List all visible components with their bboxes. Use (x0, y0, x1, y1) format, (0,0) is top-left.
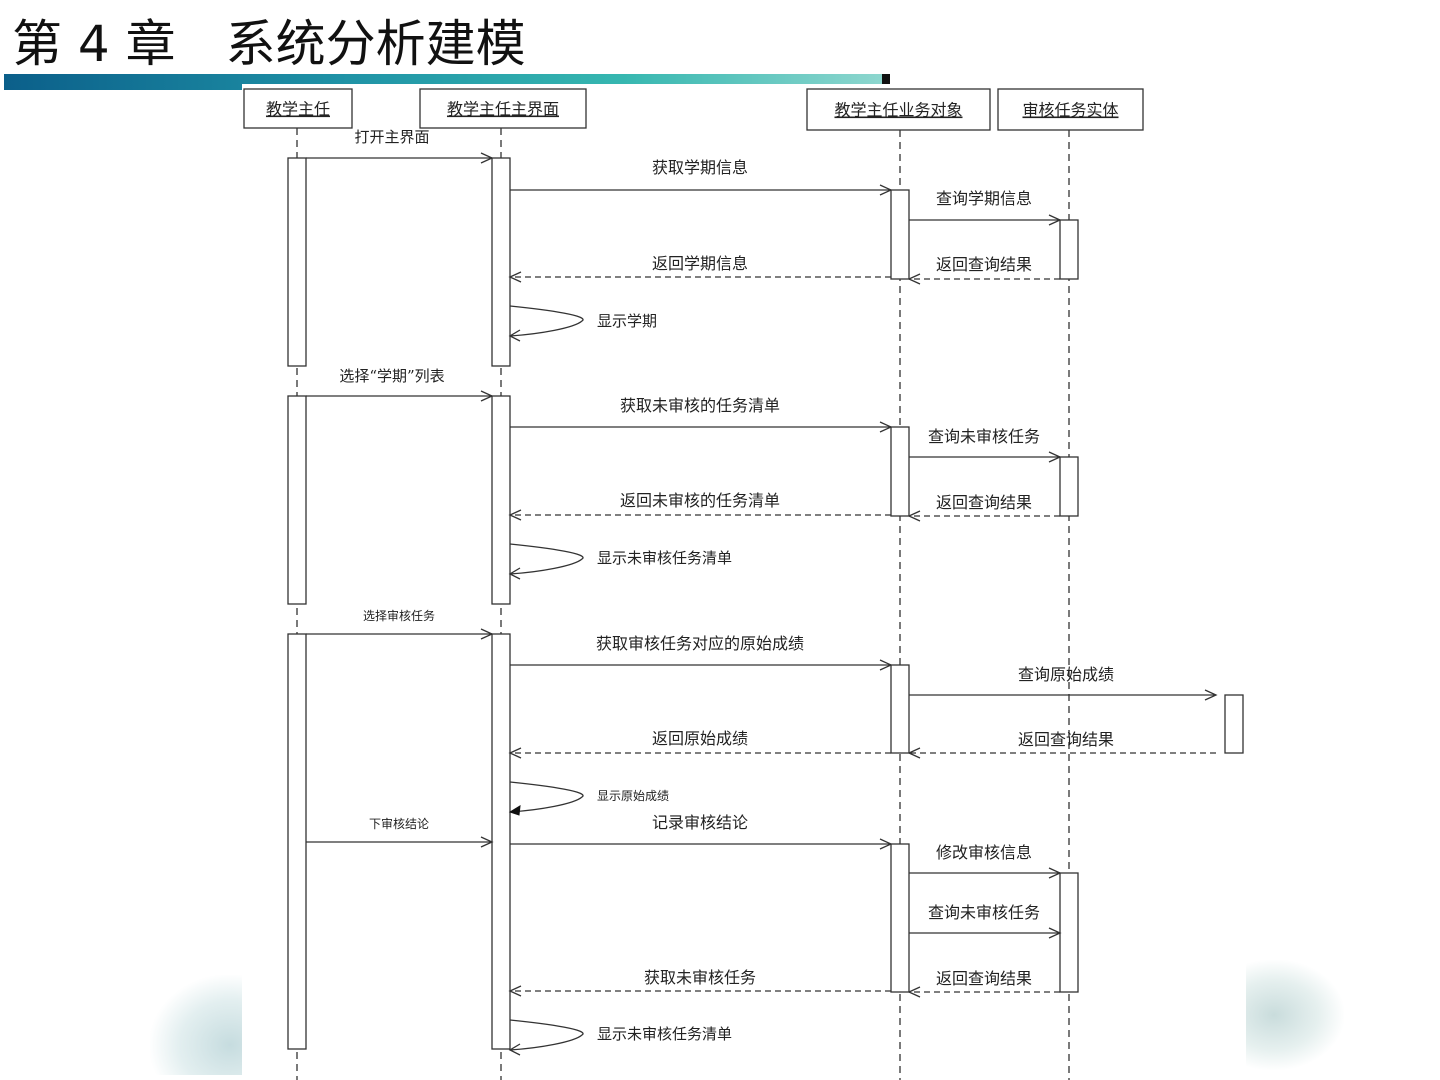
message-label: 选择“学期”列表 (339, 367, 444, 385)
activation-bar (1059, 219, 1079, 280)
arrowhead (508, 567, 521, 580)
arrowhead (508, 805, 521, 816)
arrowhead (508, 747, 522, 759)
slide-title: 第 4 章 系统分析建模 (12, 15, 526, 73)
arrowhead (480, 836, 494, 848)
message-label: 获取学期信息 (652, 158, 748, 177)
activation-bar (890, 843, 910, 993)
message-label: 返回学期信息 (652, 254, 748, 273)
decorative-tree-image (1244, 960, 1344, 1070)
arrowhead (508, 509, 522, 521)
message-label: 修改审核信息 (936, 843, 1032, 862)
message-label: 记录审核结论 (652, 813, 748, 832)
arrowhead (1048, 927, 1062, 939)
arrowhead (480, 390, 494, 402)
message-label: 显示未审核任务清单 (597, 1025, 732, 1043)
message-label: 查询未审核任务 (928, 903, 1040, 922)
message-label: 返回原始成绩 (652, 729, 748, 748)
sequence-diagram-canvas: 教学主任 教学主任主界面 教学主任业务对象 审核任务实体打开主界面获取学期信息查询学期… (243, 88, 1244, 1080)
self-message-loop (509, 1019, 584, 1051)
arrowhead (879, 838, 893, 850)
sequence-diagram: 教学主任 教学主任主界面 教学主任业务对象 审核任务实体打开主界面获取学期信息查询学期… (242, 84, 1246, 1080)
message-label: 下审核结论 (369, 816, 429, 831)
activation-bar (890, 664, 910, 754)
arrowhead (879, 184, 893, 196)
message-label: 查询未审核任务 (928, 427, 1040, 446)
self-message-loop (509, 305, 584, 337)
arrowhead (879, 659, 893, 671)
message-label: 返回未审核的任务清单 (620, 491, 780, 510)
message-label: 获取未审核的任务清单 (620, 396, 780, 415)
title-bar-end-cap (882, 74, 890, 90)
lifeline-label-ui: 教学主任主界面 (447, 100, 559, 119)
arrowhead (480, 628, 494, 640)
activation-bar (890, 189, 910, 280)
arrowhead (907, 510, 921, 522)
arrowhead (508, 1043, 521, 1056)
arrowhead (879, 421, 893, 433)
lifeline-label-business: 教学主任业务对象 (834, 101, 962, 120)
arrowhead (1048, 214, 1062, 226)
activation-bar (1059, 456, 1079, 517)
activation-bar (491, 157, 511, 367)
lifeline-box-entity (997, 88, 1144, 131)
lifeline-box-ui (419, 88, 587, 129)
message-label: 返回查询结果 (936, 493, 1032, 512)
activation-bar (287, 633, 307, 1050)
message-label: 查询原始成绩 (1018, 665, 1114, 684)
lifeline-label-entity: 审核任务实体 (1022, 101, 1118, 120)
arrowhead (1048, 867, 1062, 879)
arrowhead (508, 985, 522, 997)
activation-bar (491, 633, 511, 1050)
lifeline-box-business (806, 88, 991, 131)
message-label: 返回查询结果 (936, 255, 1032, 274)
message-label: 查询学期信息 (936, 189, 1032, 208)
arrowhead (907, 747, 921, 759)
arrowhead (1204, 689, 1218, 701)
activation-bar (287, 157, 307, 367)
message-label: 显示未审核任务清单 (597, 549, 732, 567)
message-label: 显示学期 (597, 312, 657, 330)
message-label: 获取审核任务对应的原始成绩 (596, 634, 804, 653)
message-label: 打开主界面 (354, 128, 429, 146)
arrowhead (508, 329, 521, 342)
self-message-loop (509, 781, 584, 813)
message-label: 获取未审核任务 (644, 968, 756, 987)
activation-bar (1224, 694, 1244, 754)
arrowhead (508, 271, 522, 283)
self-message-loop (509, 543, 584, 575)
arrowhead (907, 273, 921, 285)
activation-bar (1059, 872, 1079, 993)
activation-bar (890, 426, 910, 517)
message-label: 选择审核任务 (363, 608, 435, 623)
activation-bar (287, 395, 307, 605)
decorative-background-left (150, 975, 250, 1075)
message-label: 返回查询结果 (936, 969, 1032, 988)
message-label: 返回查询结果 (1018, 730, 1114, 749)
arrowhead (907, 986, 921, 998)
arrowhead (480, 152, 494, 164)
lifeline-label-director: 教学主任 (266, 100, 330, 119)
lifeline-box-director (243, 88, 353, 129)
arrowhead (1048, 451, 1062, 463)
activation-bar (491, 395, 511, 605)
message-label: 显示原始成绩 (597, 789, 669, 803)
